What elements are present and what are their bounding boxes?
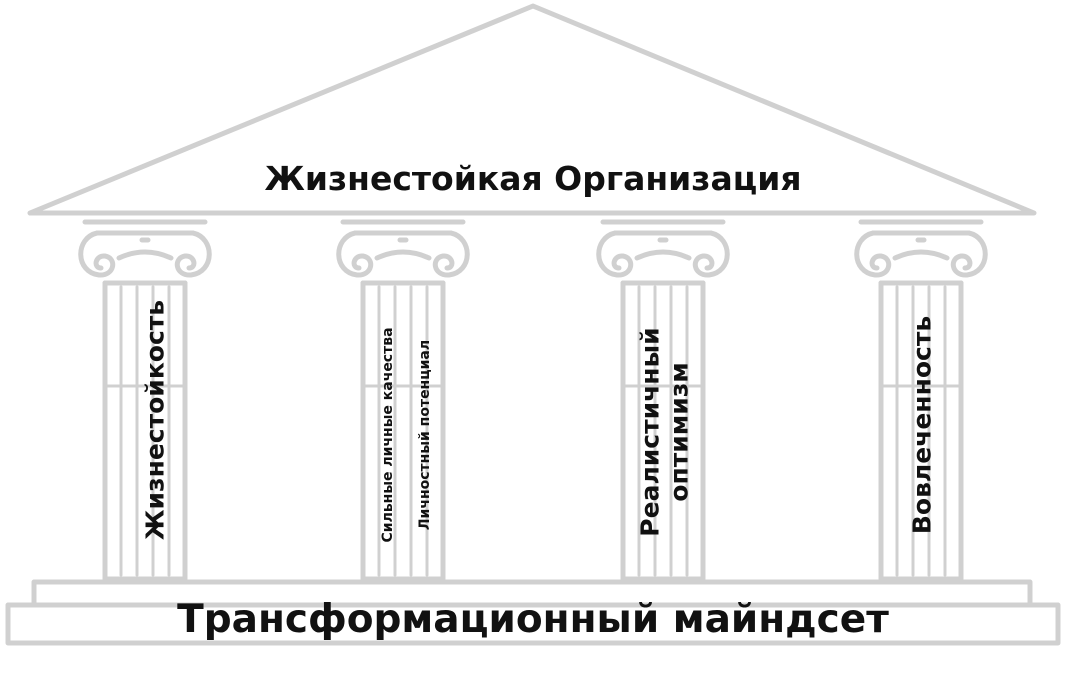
column-3-echinus <box>634 249 692 261</box>
column-2-shaft <box>360 280 446 582</box>
column-4-shaft <box>878 280 964 582</box>
column-4-capital <box>854 230 988 278</box>
base <box>5 579 1061 646</box>
columns <box>78 219 988 582</box>
pillar-1-label: Жизнестойкость <box>141 300 170 540</box>
column-3-capital <box>596 230 730 278</box>
column-1-shaft <box>102 280 188 582</box>
column-2-capital <box>336 230 470 278</box>
pillar-labels: Жизнестойкость Сильные личные качества Л… <box>141 300 937 543</box>
column-3-shaft <box>620 280 706 582</box>
column-1 <box>78 219 212 582</box>
base-upper-step <box>31 579 1033 605</box>
pillar-4-label: Вовлеченность <box>908 316 937 534</box>
column-1-capital <box>78 230 212 278</box>
base-lower-step <box>5 602 1061 646</box>
base-title: Трансформационный майндсет <box>177 597 889 642</box>
pillar-2-label-line-2: Личностный потенциал <box>417 340 433 530</box>
column-4-echinus <box>892 249 950 261</box>
pillar-3-label-line-2: оптимизм <box>665 362 694 501</box>
column-3 <box>596 219 730 582</box>
column-1-echinus <box>116 249 174 261</box>
pillar-3-label-line-1: Реалистичный <box>636 327 665 536</box>
roof-title: Жизнестойкая Организация <box>264 159 801 198</box>
column-2 <box>336 219 470 582</box>
pillar-2-label-line-1: Сильные личные качества <box>380 327 396 542</box>
roof <box>27 3 1037 216</box>
column-4 <box>854 219 988 582</box>
column-2-echinus <box>374 249 432 261</box>
